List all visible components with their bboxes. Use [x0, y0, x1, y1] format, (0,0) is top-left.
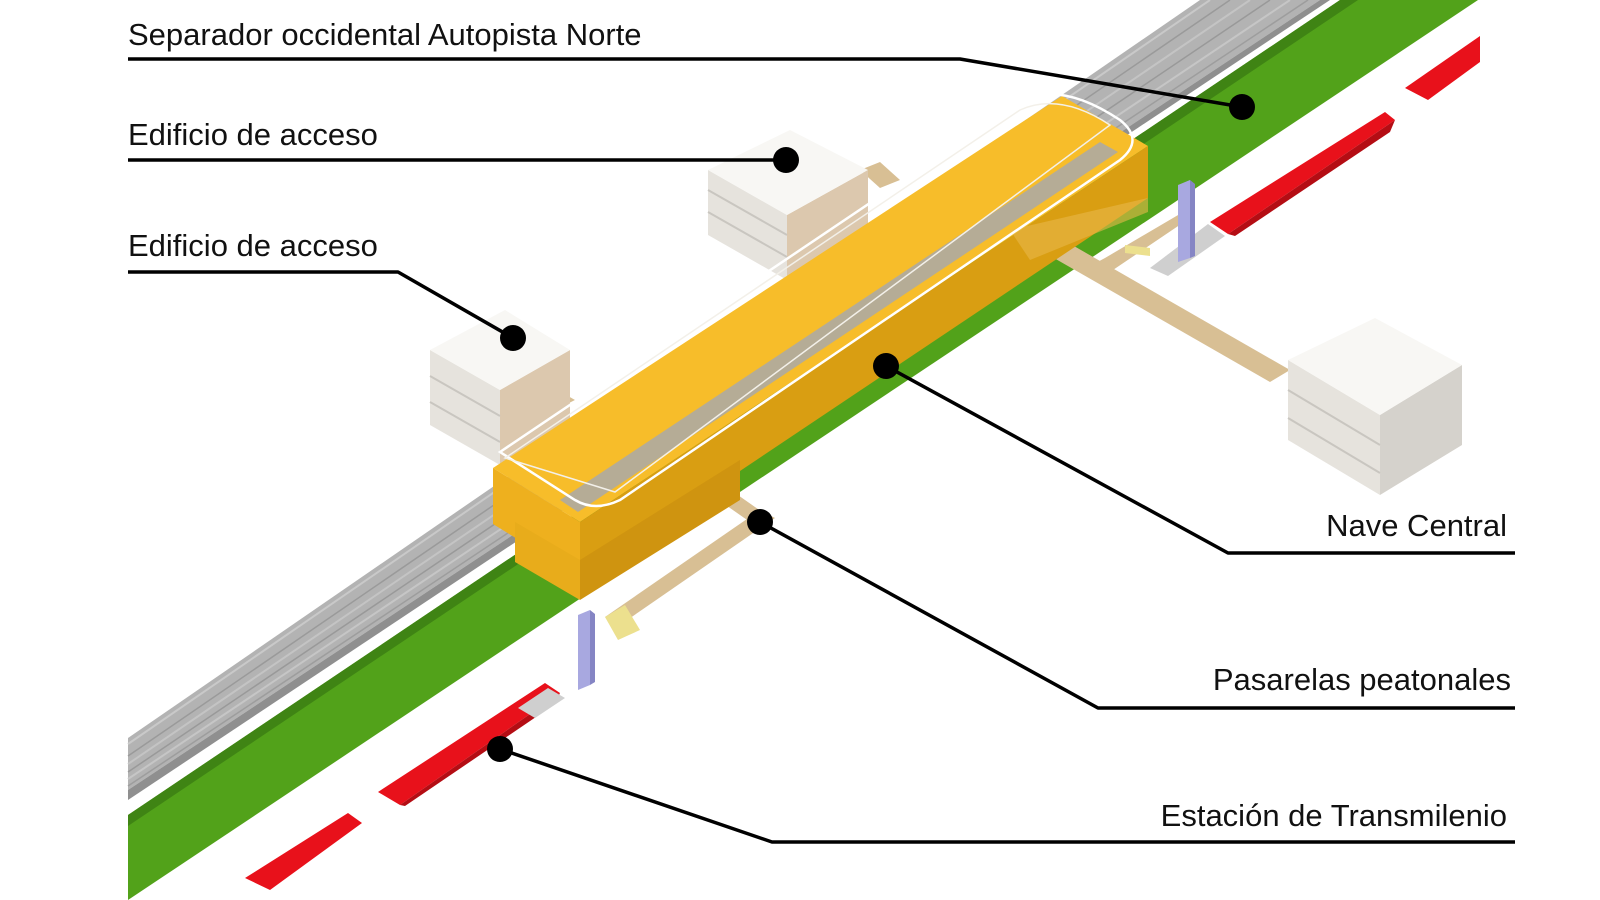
label-estacion: Estación de Transmilenio — [1161, 798, 1507, 833]
dot-pasarelas — [747, 509, 773, 535]
access-towers — [578, 180, 1195, 690]
leader-pasarelas — [759, 520, 1515, 710]
dot-nave — [873, 353, 899, 379]
transmilenio-segments — [245, 36, 1480, 890]
dot-edificio-1 — [773, 147, 799, 173]
green-separator — [128, 0, 1478, 900]
edificio-acceso-left — [429, 310, 570, 465]
leader-separador — [128, 57, 1243, 109]
edificio-acceso-right — [1287, 318, 1462, 495]
leader-edificio-2 — [128, 270, 514, 340]
label-separador: Separador occidental Autopista Norte — [128, 17, 642, 52]
nave-central-volume — [493, 92, 1148, 600]
leader-nave — [885, 364, 1515, 555]
leaders — [128, 57, 1515, 844]
dot-estacion — [487, 736, 513, 762]
leader-estacion — [499, 747, 1515, 844]
label-nave: Nave Central — [1326, 508, 1507, 543]
dot-separador — [1229, 94, 1255, 120]
label-edificio-1: Edificio de acceso — [128, 117, 378, 152]
platform-south — [518, 688, 565, 718]
label-edificio-2: Edificio de acceso — [128, 228, 378, 263]
labels: Separador occidental Autopista Norte Edi… — [128, 17, 1511, 833]
label-pasarelas: Pasarelas peatonales — [1213, 662, 1511, 697]
scene — [127, 0, 1480, 900]
dot-edificio-2 — [500, 325, 526, 351]
